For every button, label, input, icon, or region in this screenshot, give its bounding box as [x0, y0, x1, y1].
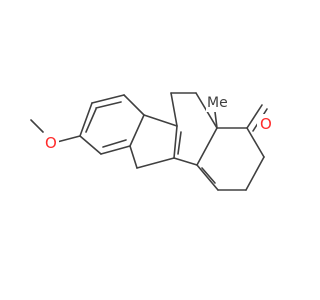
bond-right-ring-3	[245, 156, 265, 191]
bond-benzene-6	[79, 102, 93, 137]
bond-five-ring-1	[143, 114, 178, 127]
bond-right-ring-2	[246, 127, 265, 158]
bond-upper-ring-5	[173, 157, 198, 166]
ketone-oxygen-label: O	[260, 115, 272, 133]
ketone-oxygen-background	[257, 114, 275, 132]
methyl-label: Me	[207, 95, 228, 111]
bond-five-ring-4	[129, 145, 138, 169]
bond-benzene-2	[123, 94, 145, 116]
bond-benzene-inner-1	[95, 101, 122, 109]
bond-methoxy-ring	[56, 135, 81, 143]
bond-ketone-1	[246, 104, 263, 129]
bond-right-ring-alkene-inner	[201, 167, 216, 184]
chemical-structure: O O Me	[30, 92, 275, 191]
bond-upper-ring-4	[196, 127, 218, 166]
bond-five-ring-double	[177, 131, 182, 155]
bond-upper-ring-1	[170, 92, 178, 127]
bond-methoxy-carbon	[30, 119, 44, 133]
bond-benzene-inner-2	[102, 139, 127, 148]
bond-five-ring-2	[173, 125, 178, 159]
bond-right-ring-5	[196, 164, 219, 191]
bond-benzene-5	[79, 135, 102, 155]
bond-benzene-1	[91, 94, 125, 104]
methyl-label-background	[206, 96, 226, 112]
bond-benzene-3	[129, 114, 145, 147]
bond-benzene-inner-3	[85, 108, 97, 133]
methoxy-oxygen-label: O	[45, 134, 57, 152]
structure-canvas: O O Me	[30, 92, 275, 191]
methoxy-oxygen-background	[43, 133, 59, 151]
bond-five-ring-3	[136, 157, 175, 169]
bond-benzene-4	[100, 145, 131, 155]
